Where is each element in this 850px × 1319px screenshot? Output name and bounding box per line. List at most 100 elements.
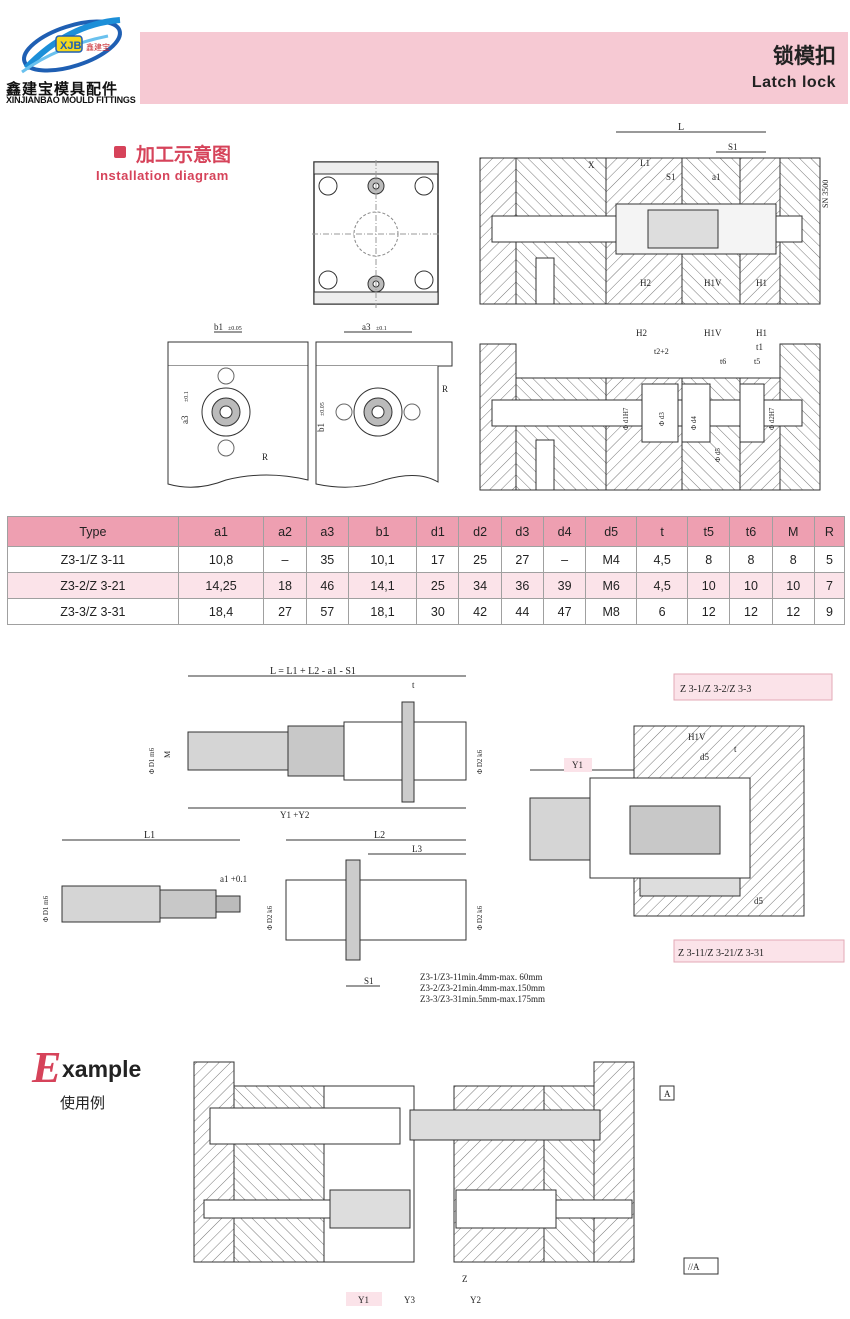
col-b1: b1 xyxy=(347,516,418,547)
table-cell: 18,4 xyxy=(177,598,265,625)
dim-D2-label: Φ D2 k6 xyxy=(476,749,484,774)
logo-text: 鑫建宝 xyxy=(86,42,110,52)
example-initial: E xyxy=(32,1043,62,1092)
table-cell: 25 xyxy=(416,572,460,599)
col-d5: d5 xyxy=(585,516,638,547)
table-cell: 9 xyxy=(813,598,846,625)
dim-D1b-label: Φ D1 m6 xyxy=(42,895,50,922)
dim-t6-label: t6 xyxy=(720,357,726,366)
dim-Y3-label: Y3 xyxy=(404,1295,415,1305)
dim-a3-tol: ±0.1 xyxy=(184,391,190,402)
table-cell: 27 xyxy=(500,546,544,573)
table-cell: 18,1 xyxy=(347,598,418,625)
range-note-2: Z3-2/Z3-21min.4mm-max.150mm xyxy=(420,983,545,993)
hole-detail-right: a3 ±0.1 b1 ±0.05 R xyxy=(315,322,453,488)
dim-a1tol-label: a1 +0.1 xyxy=(220,874,247,884)
type-label-bottom: Z 3-11/Z 3-21/Z 3-31 xyxy=(678,948,764,959)
table-cell: 57 xyxy=(305,598,349,625)
plate-top-view xyxy=(312,160,440,308)
install-title-en: Installation diagram xyxy=(96,168,229,183)
dim-a3-label: a3 xyxy=(180,415,190,424)
table-cell: M6 xyxy=(585,572,638,599)
datum-A-label: A xyxy=(664,1089,671,1099)
dim-H1Vb-label: H1V xyxy=(704,328,722,338)
dim-Rb-label: R xyxy=(442,384,448,394)
dim-S1-label: S1 xyxy=(728,142,738,152)
dim-t5-label: t5 xyxy=(754,357,760,366)
page-title-en: Latch lock xyxy=(751,74,836,91)
dim-a1-label: a1 xyxy=(712,172,721,182)
dim-a3b-tol: ±0.1 xyxy=(376,326,387,332)
dim-L2-label: L2 xyxy=(374,830,385,841)
col-R: R xyxy=(813,516,846,547)
table-cell: Z3-3/Z 3-31 xyxy=(7,598,179,625)
table-cell: 35 xyxy=(305,546,349,573)
dim-Y2-label: Y2 xyxy=(470,1295,481,1305)
table-cell: 10 xyxy=(729,572,773,599)
dim-b1-label: b1 xyxy=(214,322,223,332)
dim-b1b-label: b1 xyxy=(316,423,326,432)
dim-Y1Y2-label: Y1 +Y2 xyxy=(280,810,309,820)
col-a3: a3 xyxy=(305,516,349,547)
range-note-1: Z3-1/Z3-11min.4mm-max. 60mm xyxy=(420,972,543,982)
assembly-section-top: L S1 X L1 S1 a1 SN 3500 H2 H1V H1 xyxy=(479,122,830,305)
table-cell: – xyxy=(263,546,307,573)
table-cell: 17 xyxy=(416,546,460,573)
table-cell: 12 xyxy=(771,598,815,625)
col-d1: d1 xyxy=(416,516,460,547)
hole-detail-left: b1 ±0.05 a3 ±0.1 R xyxy=(167,322,309,488)
section-bullet-icon xyxy=(114,146,126,158)
table-cell: 10,1 xyxy=(347,546,418,573)
dim-L1b-label: L1 xyxy=(144,830,155,841)
dim-R-label: R xyxy=(262,452,268,462)
table-cell: 10 xyxy=(771,572,815,599)
table-cell: M4 xyxy=(585,546,638,573)
dim-a3b-label: a3 xyxy=(362,322,371,332)
table-cell: 27 xyxy=(263,598,307,625)
table-cell: 12 xyxy=(729,598,773,625)
dim-t-label: t xyxy=(412,680,415,690)
table-cell: 36 xyxy=(500,572,544,599)
table-cell: 39 xyxy=(542,572,587,599)
table-cell: 5 xyxy=(813,546,846,573)
dim-X-label: X xyxy=(588,160,595,170)
dim-d4-label: Φ d4 xyxy=(690,416,698,430)
dim-H1Vc-label: H1V xyxy=(688,732,706,742)
table-cell: 34 xyxy=(458,572,502,599)
dim-t-label-right: t xyxy=(734,744,737,754)
housing-part-drawing: L2 L3 Φ D2 k6 Φ D2 k6 S1 xyxy=(266,830,484,987)
range-note-3: Z3-3/Z3-31min.5mm-max.175mm xyxy=(420,994,545,1004)
dim-b1b-tol: ±0.05 xyxy=(320,402,326,416)
table-cell: 46 xyxy=(305,572,349,599)
dim-L-label: L xyxy=(678,122,684,133)
dim-t1-label: t1 xyxy=(756,342,763,352)
table-cell: 10,8 xyxy=(177,546,265,573)
type-label-top: Z 3-1/Z 3-2/Z 3-3 xyxy=(680,684,751,695)
example-title-cn: 使用例 xyxy=(60,1094,106,1112)
dim-SN-label: SN 3500 xyxy=(821,180,830,208)
table-row: Z3-1/Z 3-11 10,8 – 35 10,1 17 25 27 – M4… xyxy=(7,546,846,573)
dim-t2-label: t2+2 xyxy=(654,347,669,356)
dim-Y1-example: Y1 xyxy=(358,1295,369,1305)
col-t6: t6 xyxy=(729,516,773,547)
install-title-cn: 加工示意图 xyxy=(136,144,232,166)
dim-H1-label: H1 xyxy=(756,278,767,288)
spec-table: Type a1 a2 a3 b1 d1 d2 d3 d4 d5 t t5 t6 … xyxy=(7,516,846,625)
table-cell: 10 xyxy=(687,572,731,599)
dim-H2-label: H2 xyxy=(640,278,651,288)
dim-H1b-label: H1 xyxy=(756,328,767,338)
brand-logo-icon: XJB 鑫建宝 xyxy=(21,17,122,74)
parallel-A-label: //A xyxy=(688,1262,700,1272)
dim-d1-label: Φ d1H7 xyxy=(622,407,630,430)
brand-name-cn: 鑫建宝模具配件 xyxy=(6,80,119,98)
table-cell: 42 xyxy=(458,598,502,625)
table-cell: 25 xyxy=(458,546,502,573)
dim-b1-tol: ±0.05 xyxy=(228,326,242,332)
dim-d5c-label: d5 xyxy=(754,896,764,906)
example-title: xample xyxy=(62,1056,142,1082)
example-drawing: A //A Z Y1 Y3 Y2 xyxy=(193,1061,719,1306)
dim-Y1-right: Y1 xyxy=(572,760,583,770)
table-cell: M8 xyxy=(585,598,638,625)
dim-S1c-label: S1 xyxy=(364,976,374,986)
dim-d5-label: Φ d5 xyxy=(714,448,722,462)
